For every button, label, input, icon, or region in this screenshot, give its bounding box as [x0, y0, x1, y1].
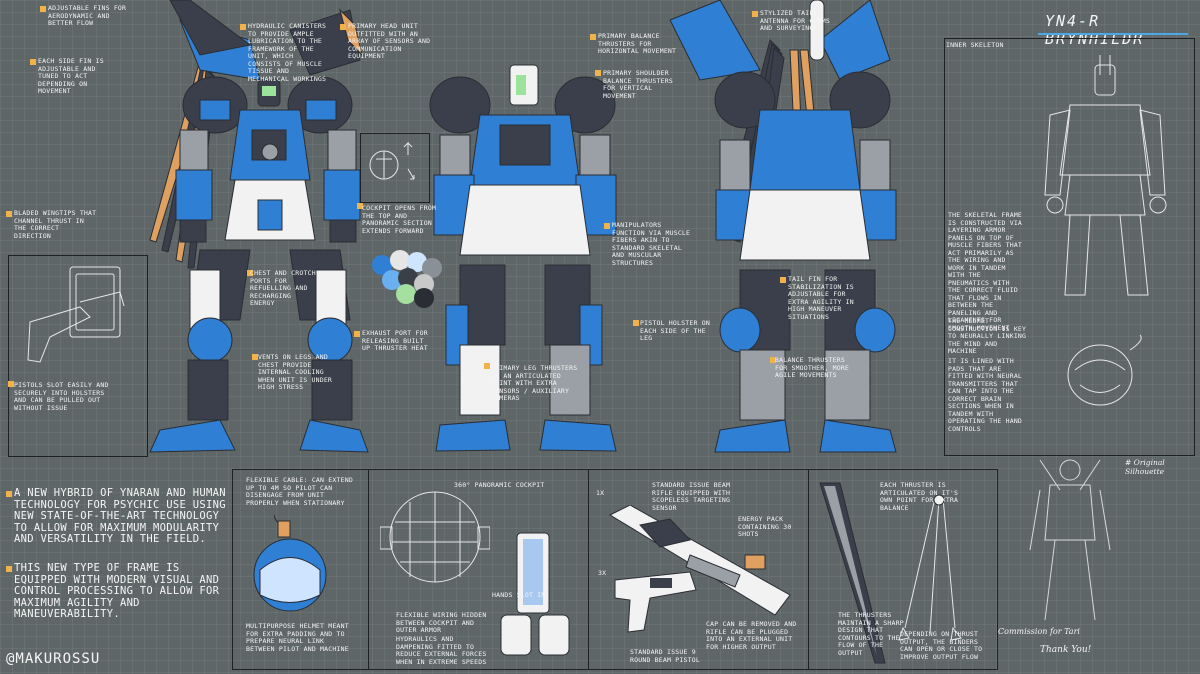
scale-label-3x: 3x	[598, 569, 607, 577]
note-horizontal-thrusters: Primary balance thrusters for horizontal…	[598, 32, 677, 55]
note-manipulators: Manipulators function via muscle fibers …	[612, 221, 691, 267]
note-vents: Vents on legs and chest provide internal…	[258, 353, 333, 391]
silhouette-label: # Original Silhouette	[1125, 458, 1165, 476]
mech-front-view	[149, 0, 369, 453]
cockpit-sketch	[369, 141, 415, 180]
thrusters-panel	[808, 469, 998, 670]
note-head-unit: Primary head unit outfitted with an arra…	[348, 22, 431, 60]
note-pistols-slot: Pistols slot easily and securely into ho…	[14, 381, 109, 412]
note-hydraulic: Hydraulic canisters to provide ample lub…	[248, 22, 327, 83]
note-marker	[357, 203, 363, 209]
note-marker	[30, 59, 36, 65]
note-marker	[633, 320, 639, 326]
note-tail-antenna: Stylized tail antenna for comms and surv…	[760, 9, 830, 32]
note-marker	[770, 357, 776, 363]
note-chest-ports: Chest and crotch ports for refuelling an…	[250, 269, 316, 307]
title-underline	[1038, 33, 1188, 35]
note-marker	[590, 34, 596, 40]
note-wingtips: Bladed wingtips that channel thrust in t…	[14, 209, 97, 240]
note-exhaust: Exhaust port for releasing built up thru…	[362, 329, 428, 352]
mech-rear-view	[669, 0, 897, 453]
note-leg-thrusters: Primary leg thrusters on an articulated …	[491, 364, 578, 402]
mech-back-view	[429, 64, 617, 452]
note-each-thruster: Each thruster is articulated on it's own…	[880, 481, 959, 512]
note-marker	[595, 70, 601, 76]
inner-skeleton-sketch	[1044, 55, 1167, 296]
note-energy-pack: Energy pack containing 30 shots	[738, 515, 792, 538]
note-marker	[40, 6, 46, 12]
note-marker	[354, 331, 360, 337]
note-flexible-cable: Flexible cable: can extend up to 4m so p…	[246, 476, 353, 507]
pistol-holster-panel	[8, 255, 148, 457]
note-panoramic-cockpit: 360° panoramic cockpit	[454, 481, 545, 489]
description-marker	[6, 491, 12, 497]
note-marker	[252, 354, 258, 360]
note-marker	[780, 277, 786, 283]
pistol-holster-sketch	[27, 266, 125, 363]
commission-label: Commission for Tari	[998, 627, 1080, 636]
beam-rifle-sketch	[608, 505, 791, 616]
note-fins: Adjustable fins for aerodynamic and bett…	[48, 4, 127, 27]
palette-swatch-2	[390, 250, 410, 270]
note-pistol-holster: Pistol holster on each side of the leg	[640, 319, 710, 342]
note-hydraulics-dampening: Hydraulics and dampening fitted to reduc…	[396, 635, 487, 666]
note-multipurpose-helmet: Multipurpose helmet meant for extra padd…	[246, 622, 349, 653]
palette-swatch-5	[382, 270, 402, 290]
note-skeletal-frame: The skeletal frame is constructed via la…	[948, 211, 1023, 332]
note-marker	[247, 270, 253, 276]
original-silhouette-sketch	[1029, 459, 1111, 621]
palette-swatch-6	[398, 268, 418, 288]
description-marker	[6, 566, 12, 572]
note-neural-pads: It is lined with pads that are fitted wi…	[948, 357, 1023, 433]
note-cockpit-opens: Cockpit opens from the top and panoramic…	[362, 204, 437, 235]
note-marker	[240, 24, 246, 30]
note-marker	[8, 381, 14, 387]
note-beam-rifle: Standard issue beam rifle equipped with …	[652, 481, 731, 512]
note-sharp-design: The thrusters maintain a sharp design th…	[838, 611, 904, 657]
note-balance-thrusters: Balance thrusters for smoother, more agi…	[775, 356, 850, 379]
description-p1: A new hybrid of Ynaran and human technol…	[14, 487, 226, 545]
thank-you-label: Thank You!	[1040, 645, 1092, 655]
cockpit-sphere-sketch	[380, 491, 490, 583]
note-tail-fin: Tail fin for stabilization is adjustable…	[788, 275, 854, 321]
artist-handle: @MAKUROSSU	[6, 651, 101, 667]
palette-swatch-8	[396, 284, 416, 304]
inner-skeleton-panel	[944, 38, 1195, 456]
note-side-fin: Each side fin is adjustable and tuned to…	[38, 57, 104, 95]
note-marker	[752, 11, 758, 17]
palette-swatch-9	[414, 288, 434, 308]
note-marker	[340, 24, 346, 30]
note-marker	[6, 211, 12, 217]
palette-swatch-4	[422, 258, 442, 278]
note-marker	[604, 223, 610, 229]
note-helmet-construction: The helmet construction is key to neural…	[948, 317, 1027, 355]
note-hands-slot: Hands slot in	[492, 591, 546, 599]
note-cap-removed: Cap can be removed and rifle can be plug…	[706, 620, 797, 651]
note-inner-skeleton: Inner skeleton	[946, 41, 1004, 49]
note-binders: Depending on thrust output, the binders …	[900, 630, 983, 661]
note-vertical-thrusters: Primary shoulder balance thrusters for v…	[603, 69, 673, 100]
cockpit-seat-sketch	[500, 532, 570, 656]
note-marker	[484, 363, 490, 369]
note-flexible-wiring: Flexible wiring hidden between cockpit a…	[396, 611, 487, 634]
beam-pistol-sketch	[614, 571, 697, 633]
neural-helmet-sketch	[1067, 334, 1142, 406]
note-beam-pistol: Standard issue 9 round beam pistol	[630, 648, 700, 664]
cockpit-detail-panel	[360, 133, 430, 203]
helmet-sketch	[253, 515, 327, 612]
scale-label-1x: 1x	[596, 489, 605, 497]
thruster-blade-sketch	[819, 482, 962, 664]
description-p2: This new type of frame is equipped with …	[14, 562, 220, 620]
